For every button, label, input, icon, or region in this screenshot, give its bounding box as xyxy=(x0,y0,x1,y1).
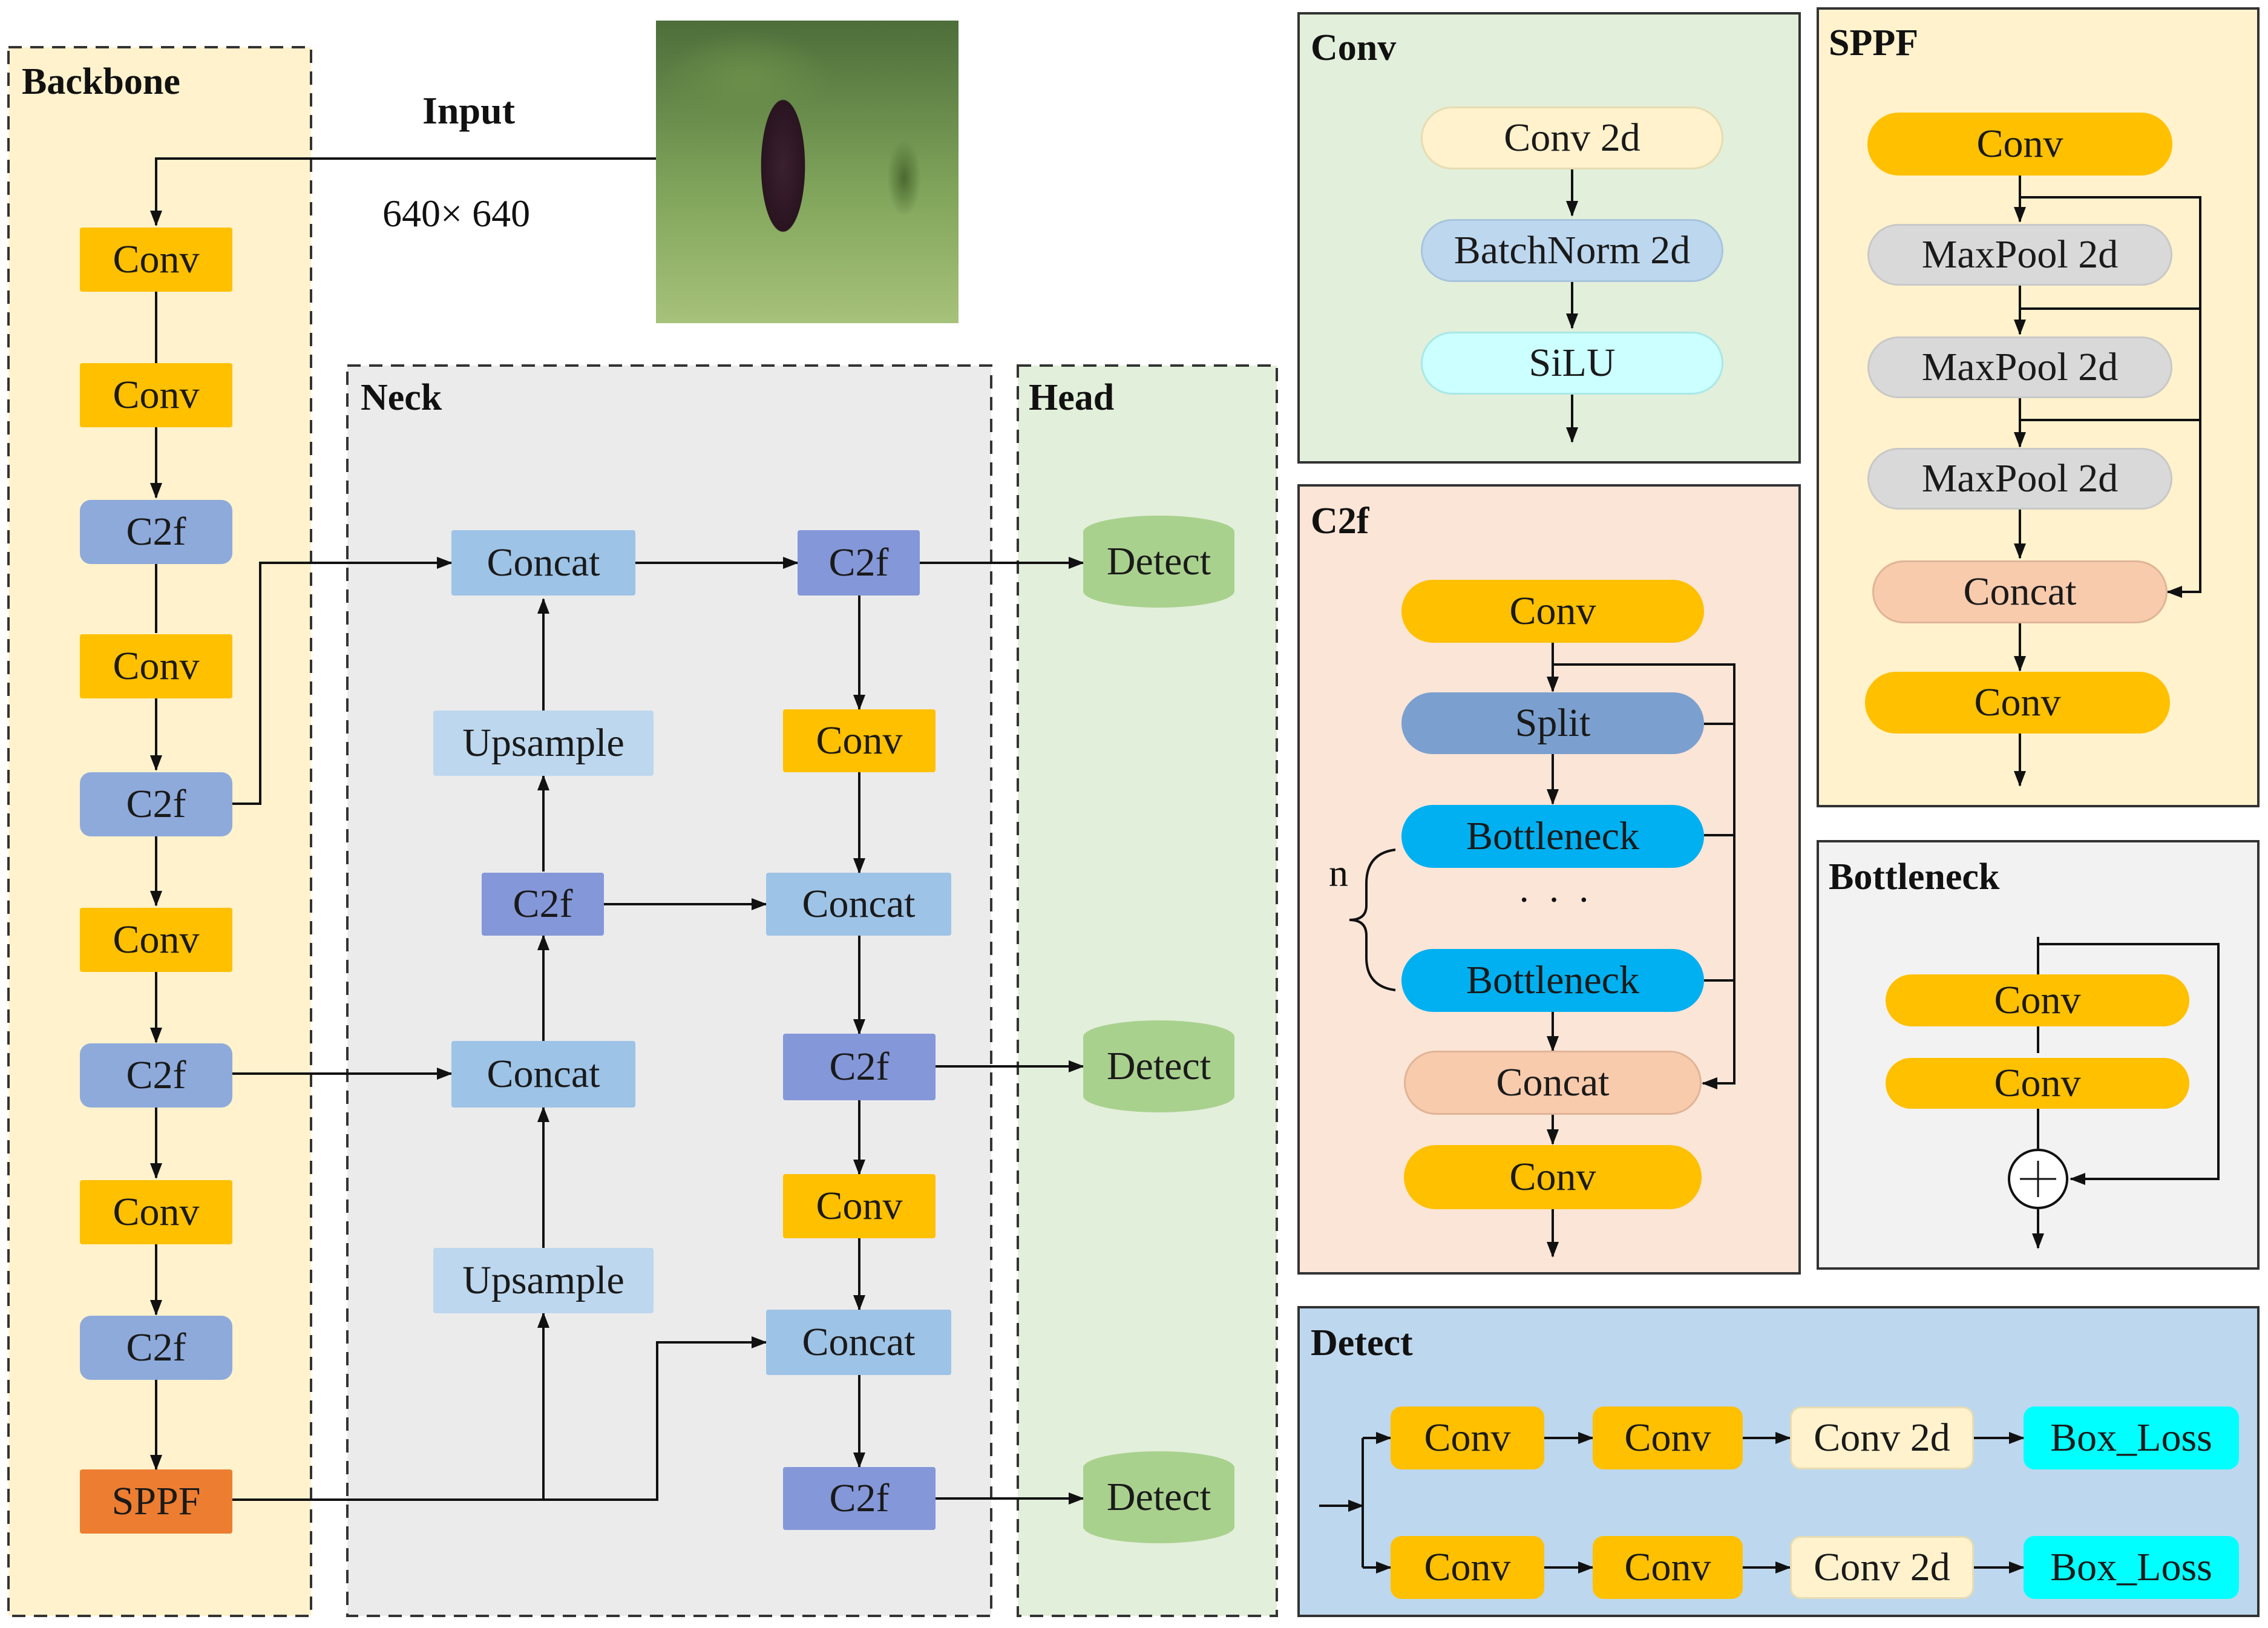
neck-concat-mid: Concat xyxy=(451,1041,635,1108)
input-size: 640× 640 xyxy=(382,192,531,235)
c2f-ellipsis: · · · xyxy=(1518,878,1594,921)
neck-concat-right-mid: Concat xyxy=(766,873,951,936)
sppf-block-title: SPPF xyxy=(1829,22,1919,64)
neck-c2f-right-bottom: C2f xyxy=(783,1467,936,1530)
detect-row1-box-loss: Box_Loss xyxy=(2024,1406,2239,1469)
c2f-block-title: C2f xyxy=(1311,501,1369,542)
detect-row1-conv-1: Conv xyxy=(1391,1406,1544,1469)
c2f-concat: Concat xyxy=(1404,1051,1702,1115)
c2f-n-label: n xyxy=(1329,852,1348,894)
neck-c2f-mid: C2f xyxy=(482,873,604,936)
backbone-sppf: SPPF xyxy=(80,1469,232,1534)
detect-row1-conv2d: Conv 2d xyxy=(1790,1406,1974,1469)
backbone-c2f-1: C2f xyxy=(80,500,232,564)
input-image xyxy=(656,21,959,323)
neck-upsample-top: Upsample xyxy=(433,711,654,776)
neck-conv-right-2: Conv xyxy=(783,1174,936,1238)
input-label: Input xyxy=(422,89,515,132)
sppf-maxpool-1: MaxPool 2d xyxy=(1867,224,2172,286)
detect-block-title: Detect xyxy=(1311,1322,1413,1364)
c2f-conv-in: Conv xyxy=(1401,580,1704,643)
detect-row2-box-loss: Box_Loss xyxy=(2024,1536,2239,1599)
sppf-conv-in: Conv xyxy=(1867,113,2172,176)
conv-block-batchnorm: BatchNorm 2d xyxy=(1421,219,1723,282)
sppf-conv-out: Conv xyxy=(1865,672,2170,734)
neck-upsample-bottom: Upsample xyxy=(433,1248,654,1313)
c2f-split: Split xyxy=(1401,692,1704,754)
backbone-conv-2: Conv xyxy=(80,363,232,427)
backbone-c2f-4: C2f xyxy=(80,1316,232,1380)
c2f-conv-out: Conv xyxy=(1404,1145,1702,1209)
sppf-concat: Concat xyxy=(1872,560,2168,623)
backbone-conv-4: Conv xyxy=(80,908,232,972)
neck-c2f-top-right: C2f xyxy=(798,530,920,596)
detect-row2-conv-2: Conv xyxy=(1593,1536,1743,1599)
conv-block-conv2d: Conv 2d xyxy=(1421,107,1723,169)
head-title: Head xyxy=(1029,377,1115,418)
neck-c2f-right-mid: C2f xyxy=(783,1034,936,1100)
bottleneck-block-title: Bottleneck xyxy=(1829,856,2000,898)
neck-concat-top: Concat xyxy=(451,530,635,596)
detect-row1-conv-2: Conv xyxy=(1593,1406,1743,1469)
c2f-bottleneck-n: Bottleneck xyxy=(1401,949,1704,1012)
detect-row2-conv2d: Conv 2d xyxy=(1790,1536,1974,1599)
neck-title: Neck xyxy=(361,377,442,418)
neck-conv-right-1: Conv xyxy=(783,709,936,772)
backbone-conv-3: Conv xyxy=(80,634,232,698)
backbone-conv-5: Conv xyxy=(80,1180,232,1244)
conv-block-silu: SiLU xyxy=(1421,332,1723,395)
backbone-c2f-2: C2f xyxy=(80,772,232,836)
head-detect-2: Detect xyxy=(1083,1020,1234,1112)
sppf-maxpool-3: MaxPool 2d xyxy=(1867,448,2172,510)
head-detect-3: Detect xyxy=(1083,1451,1234,1543)
head-detect-1: Detect xyxy=(1083,516,1234,608)
backbone-conv-1: Conv xyxy=(80,228,232,292)
conv-block-title: Conv xyxy=(1311,27,1397,68)
bottleneck-conv-2: Conv xyxy=(1886,1058,2189,1109)
detect-row2-conv-1: Conv xyxy=(1391,1536,1544,1599)
bottleneck-conv-1: Conv xyxy=(1886,974,2189,1026)
c2f-bottleneck-1: Bottleneck xyxy=(1401,805,1704,868)
sppf-maxpool-2: MaxPool 2d xyxy=(1867,336,2172,398)
backbone-c2f-3: C2f xyxy=(80,1043,232,1108)
neck-concat-right-bottom: Concat xyxy=(766,1310,951,1375)
backbone-title: Backbone xyxy=(22,61,180,102)
